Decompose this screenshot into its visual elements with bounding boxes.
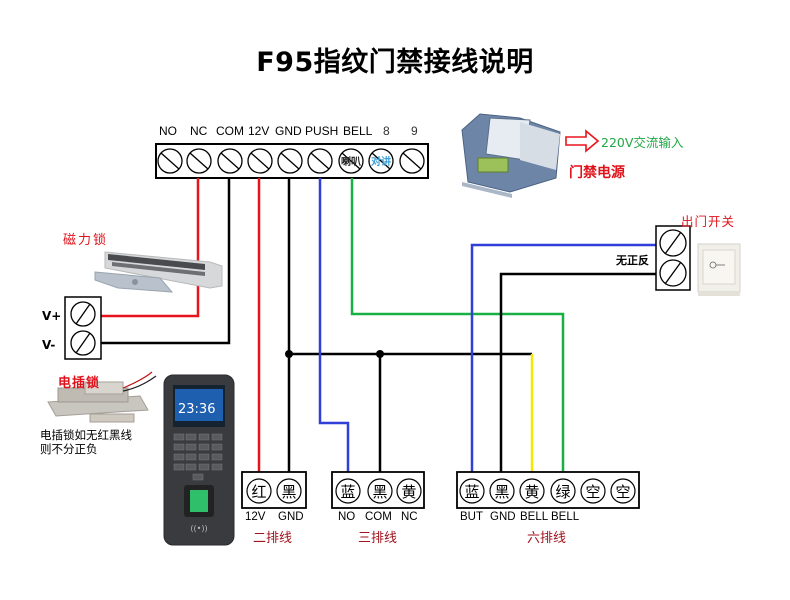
connector-3pin-signal-nc: NC (401, 511, 418, 523)
screw-no (157, 148, 183, 174)
screw-push (307, 148, 333, 174)
exit-button-polarity-note: 无正反 (616, 254, 649, 267)
terminal-label-9: 9 (411, 124, 418, 138)
connector-3pin-signal-no: NO (338, 511, 356, 523)
screw-exit-1 (659, 229, 687, 257)
wire-blue-exit-button (470, 243, 660, 472)
pin-3pin-yellow-char: 黄 (401, 483, 416, 501)
screw-9 (399, 148, 425, 174)
pin-6pin-yellow-char: 黄 (524, 483, 539, 501)
intercom-overlay-label: 对讲 (371, 155, 391, 168)
pin-2pin-red-char: 红 (251, 483, 266, 501)
pin-3pin-blue (335, 478, 361, 504)
connector-6pin-name: 六排线 (527, 531, 567, 546)
main-terminal-screws (157, 148, 425, 174)
exit-button-name: 出门开关 (681, 214, 736, 229)
power-supply-image (461, 113, 561, 198)
wire-black-exit-button (499, 272, 660, 472)
connector-6pin-signal-but: BUT (460, 511, 483, 523)
connector-6pin-signal-bell-2: BELL (551, 511, 580, 523)
connector-6pin-signal-bell-1: BELL (520, 511, 549, 523)
pin-6pin-empty-1-char: 空 (585, 483, 600, 501)
power-input-label: 220V交流输入 (601, 135, 684, 150)
screw-gnd (277, 148, 303, 174)
exit-button-image (697, 243, 741, 296)
power-supply-name: 门禁电源 (569, 165, 625, 181)
connector-6pin-block (456, 471, 640, 509)
screw-8 (368, 148, 394, 174)
screw-vplus (70, 301, 96, 327)
terminal-label-bell: BELL (343, 124, 373, 138)
pin-6pin-black (489, 478, 515, 504)
pin-3pin-black (367, 478, 393, 504)
pin-6pin-empty-2-char: 空 (615, 483, 630, 501)
electric-bolt-note-line1: 电插锁如无红黑线 (40, 428, 132, 442)
pin-2pin-red (246, 478, 272, 504)
pin-6pin-green (550, 478, 576, 504)
pin-2pin-black (276, 478, 302, 504)
wire-green-bell (350, 178, 565, 472)
screw-vminus (70, 330, 96, 356)
pin-6pin-yellow (519, 478, 545, 504)
connector-3pin-signal-com: COM (365, 511, 392, 523)
connector-2pin-name: 二排线 (253, 531, 293, 546)
screw-bell (338, 148, 364, 174)
pin-6pin-empty-2 (610, 478, 636, 504)
terminal-label-push: PUSH (305, 124, 339, 138)
connector-3pin-name: 三排线 (358, 531, 398, 546)
connector-2pin-signal-12v: 12V (245, 511, 266, 523)
svg-text:((•)): ((•)) (190, 524, 207, 533)
magnetic-lock-image (94, 251, 223, 293)
page-title: F95指纹门禁接线说明 (256, 47, 534, 78)
device-clock: 23:36 (178, 402, 215, 417)
pin-2pin-black-char: 黑 (281, 483, 296, 501)
junction-dot-gnd (285, 350, 293, 358)
vminus-label: V- (42, 338, 55, 352)
screw-com (217, 148, 243, 174)
fingerprint-device-image: 23:36 ((•)) (163, 374, 235, 546)
terminal-label-gnd: GND (275, 124, 302, 138)
arrow-right-icon (565, 129, 600, 153)
pin-6pin-black-char: 黑 (494, 483, 509, 501)
electric-bolt-name: 电插锁 (58, 376, 101, 391)
pin-6pin-blue (459, 478, 485, 504)
pin-6pin-blue-char: 蓝 (464, 483, 479, 501)
pin-3pin-blue-char: 蓝 (340, 483, 355, 501)
screw-12v (247, 148, 273, 174)
wire-blue-push (318, 178, 350, 472)
connector-6pin-signal-gnd: GND (490, 511, 516, 523)
bell-overlay-label: 喇叭 (341, 155, 361, 168)
electric-bolt-note-line2: 则不分正负 (40, 442, 98, 456)
terminal-label-8: 8 (383, 124, 390, 138)
maglock-name: 磁力锁 (63, 233, 109, 248)
terminal-label-no: NO (159, 124, 177, 138)
terminal-label-nc: NC (190, 124, 208, 138)
pin-3pin-black-char: 黑 (372, 483, 387, 501)
pin-3pin-yellow (396, 478, 422, 504)
vplus-label: V+ (42, 309, 61, 323)
electric-bolt-image (47, 371, 157, 423)
terminal-label-com: COM (216, 124, 244, 138)
terminal-label-12v: 12V (248, 124, 270, 138)
wire-black-com-to-vminus (98, 178, 231, 345)
pin-6pin-green-char: 绿 (555, 483, 570, 501)
pin-6pin-empty-1 (580, 478, 606, 504)
connector-2pin-signal-gnd: GND (278, 511, 304, 523)
wire-red-nc-to-vplus (98, 178, 200, 318)
screw-exit-2 (659, 259, 687, 287)
screw-nc (186, 148, 212, 174)
